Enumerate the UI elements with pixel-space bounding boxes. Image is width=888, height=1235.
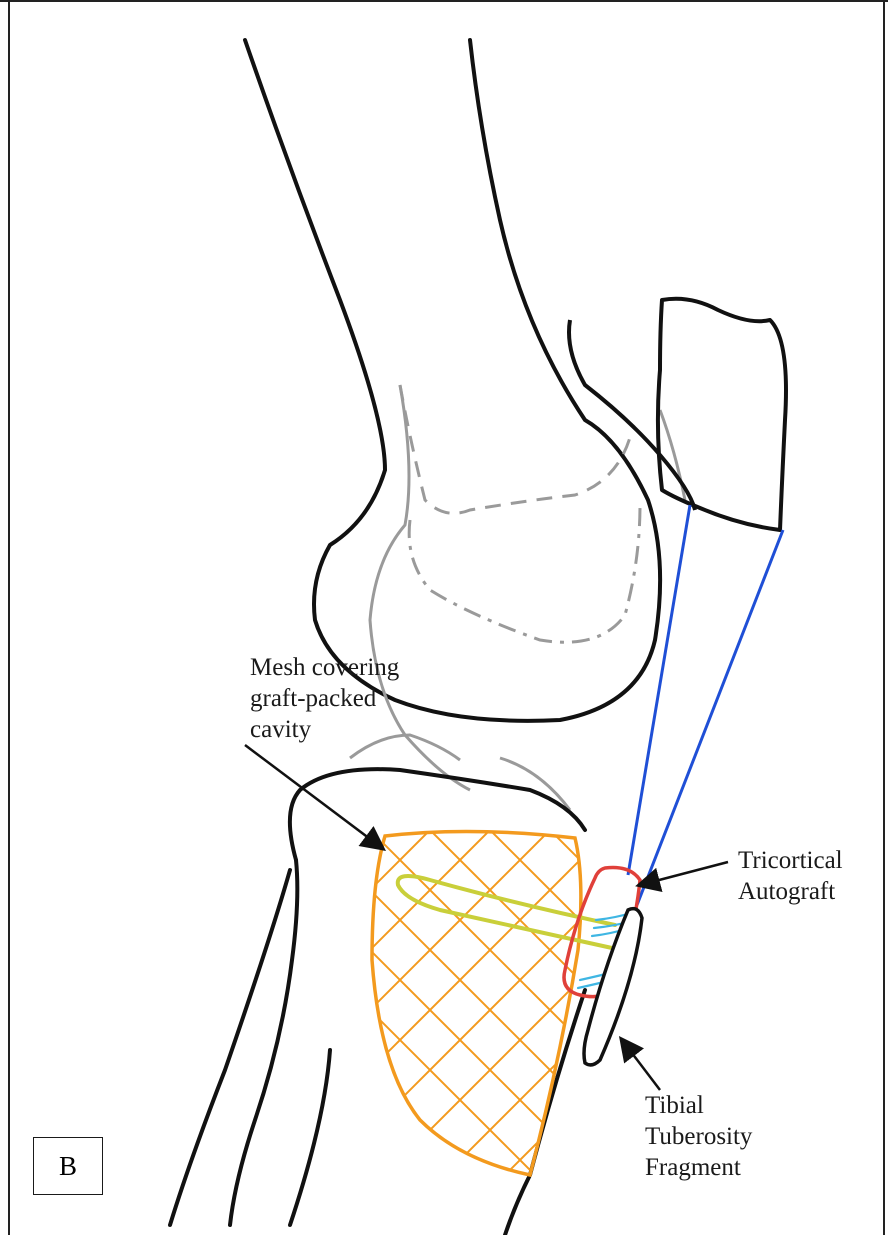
mesh-label: Mesh covering graft-packed cavity [250,652,399,745]
trochlea-outline [569,320,695,510]
tibial-label-line-3: Fragment [645,1152,752,1183]
tibial-label-line-2: Tuberosity [645,1121,752,1152]
mesh-outline [372,831,581,1175]
mesh-label-line-3: cavity [250,714,399,745]
tricortical-label: Tricortical Autograft [738,845,843,907]
tibial-leader-arrow [622,1040,660,1090]
femur-outline [245,40,660,721]
mesh-label-line-1: Mesh covering [250,652,399,683]
tricortical-label-line-2: Autograft [738,876,843,907]
panel-letter-box: B [33,1137,103,1195]
femur-hidden-contour-2 [409,505,640,642]
femur-hidden-contour-1 [400,385,632,513]
panel-letter: B [59,1151,77,1182]
fibula-outline [170,870,330,1225]
mesh-leader-arrow [245,745,382,848]
patellar-groove-line [660,410,685,500]
tibia-posterior-outline [230,860,297,1225]
tibial-label: Tibial Tuberosity Fragment [645,1090,752,1183]
mesh-label-line-2: graft-packed [250,683,399,714]
tricortical-label-line-1: Tricortical [738,845,843,876]
tibia-plateau-outline [290,769,585,860]
patella-outline [658,299,786,530]
tibial-label-line-1: Tibial [645,1090,752,1121]
